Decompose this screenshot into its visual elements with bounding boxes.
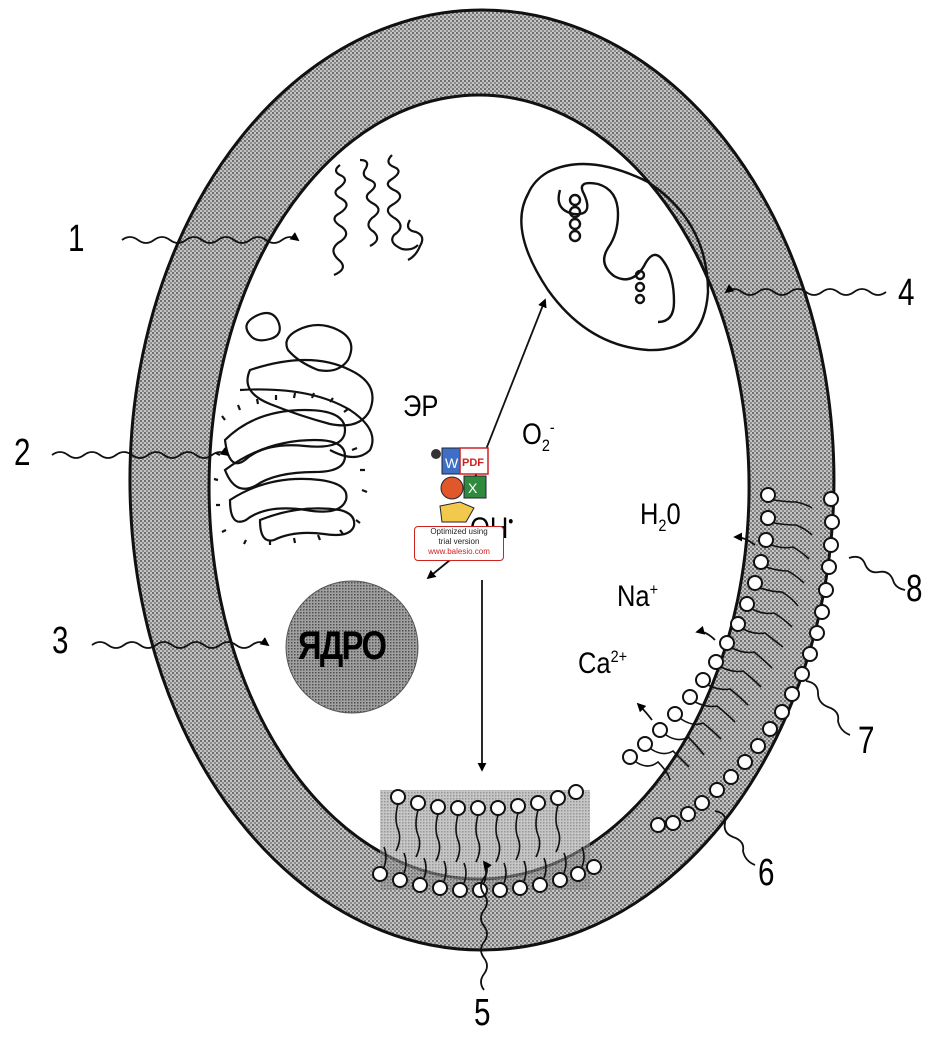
- watermark-line-2: trial version: [415, 537, 503, 547]
- pdf-icon: PDF: [462, 457, 484, 469]
- polyribosomes: [333, 155, 422, 275]
- nucleus-label: ЯДРО: [298, 624, 385, 669]
- er-label: ЭР: [403, 390, 438, 424]
- label-1: 1: [68, 218, 84, 261]
- lipid-bilayer-bottom: [373, 785, 601, 897]
- h2o-label: H20: [640, 498, 681, 536]
- watermark-url: www.balesio.com: [415, 547, 503, 557]
- label-7: 7: [858, 720, 874, 763]
- o2-label: O2-: [522, 418, 555, 456]
- label-2: 2: [14, 432, 30, 475]
- label-3: 3: [52, 620, 68, 663]
- office-icons: W PDF X: [430, 446, 490, 524]
- svg-text:X: X: [468, 480, 478, 496]
- label-8: 8: [906, 568, 922, 611]
- label-4: 4: [898, 272, 914, 315]
- endoplasmic-reticulum: [240, 313, 373, 457]
- ca-label: Ca2+: [578, 647, 627, 681]
- watermark-badge: W PDF X Optimized using trial version ww…: [414, 446, 504, 562]
- label-6: 6: [758, 852, 774, 895]
- watermark-line-1: Optimized using: [415, 527, 503, 537]
- svg-text:W: W: [445, 455, 459, 471]
- label-5: 5: [474, 992, 490, 1035]
- na-label: Na+: [617, 580, 658, 614]
- watermark-text-box: Optimized using trial version www.balesi…: [414, 526, 504, 561]
- rough-er: [214, 393, 367, 545]
